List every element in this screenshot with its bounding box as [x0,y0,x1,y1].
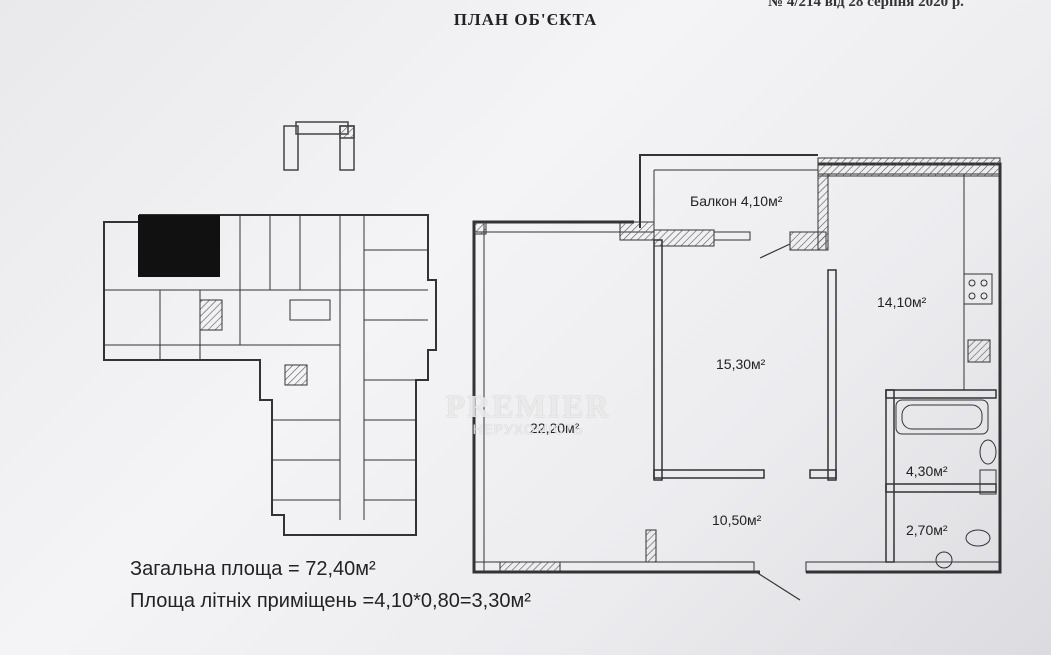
living-area-label: 22,20м² [530,420,580,436]
highlighted-apartment [138,215,220,277]
bathroom-area-label: 4,30м² [906,463,948,479]
room-area-label: 15,30м² [716,356,766,372]
balcony-label: Балкон 4,10м² [690,193,783,209]
summer-area-text: Площа літніх приміщень =4,10*0,80=3,30м² [130,590,531,612]
key-plan [283,121,355,171]
hall-area-label: 10,50м² [712,512,762,528]
total-area-text: Загальна площа = 72,40м² [130,558,376,580]
document-title: ПЛАН ОБ'ЄКТА [453,10,598,29]
wc-area-label: 2,70м² [906,522,948,538]
kitchen-area-label: 14,10м² [877,294,927,310]
floor-section-plan [103,214,437,536]
apartment-plan [472,154,1002,601]
document-reference: № 4/214 від 28 серпня 2020 р. [768,0,964,10]
watermark-subtitle: НЕРУХОМІСТЬ [472,421,584,437]
premier-watermark: PREMIER НЕРУХОМІСТЬ [418,388,638,437]
watermark-brand: PREMIER [445,388,611,424]
